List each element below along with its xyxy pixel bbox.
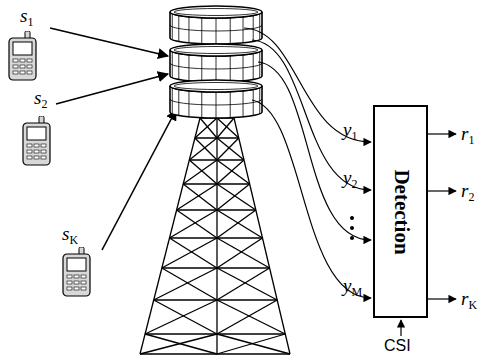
- ring-grid: [172, 14, 173, 40]
- ring-grid: [201, 56, 202, 82]
- box-title: Detection: [388, 169, 413, 254]
- tower-brace: [195, 118, 217, 138]
- tower-leg: [234, 118, 290, 354]
- output-arrow: [428, 190, 456, 191]
- tower-leg: [216, 118, 217, 354]
- ring-grid: [230, 18, 231, 44]
- uplink-arrow: [102, 110, 176, 250]
- tower-leg: [140, 118, 200, 354]
- ring-top: [170, 44, 262, 56]
- tower-brace: [217, 210, 262, 238]
- ring-rim: [174, 9, 258, 16]
- ring-grid: [253, 90, 254, 116]
- uplink-arrow: [50, 28, 168, 56]
- signal-wire: [252, 100, 371, 298]
- ring-grid: [230, 92, 231, 118]
- ring-grid: [243, 91, 244, 117]
- ring-grid: [172, 52, 173, 78]
- ring-grid: [188, 91, 189, 117]
- tower-brace: [217, 300, 285, 334]
- ring-grid: [243, 17, 244, 43]
- tower-brace: [189, 138, 217, 160]
- detection-box: Detection: [373, 105, 428, 318]
- ring-grid: [178, 90, 179, 116]
- ellipsis-dots: [350, 216, 354, 240]
- ring-top: [170, 6, 262, 18]
- uplink-arrow: [56, 74, 168, 104]
- antenna-ring: [170, 6, 262, 44]
- ring-rim: [174, 47, 258, 54]
- ring-grid: [253, 54, 254, 80]
- ring-grid: [216, 92, 217, 118]
- tower-brace: [140, 334, 217, 354]
- detected-output: r1: [461, 124, 474, 146]
- tower-brace: [217, 118, 239, 138]
- ring-grid: [172, 88, 173, 114]
- received-signal: y1: [343, 120, 357, 142]
- output-arrow: [428, 298, 456, 299]
- user-signal: s2: [34, 88, 47, 110]
- ring-grid: [259, 88, 260, 114]
- user-signal: s1: [20, 6, 33, 28]
- ring-grid: [188, 55, 189, 81]
- ring-rim: [174, 83, 258, 90]
- tower-brace: [177, 184, 217, 210]
- tower-brace: [217, 334, 290, 354]
- user-phone: [9, 31, 36, 80]
- antenna-ring: [170, 44, 262, 82]
- tower-brace: [217, 238, 270, 268]
- ring-grid: [178, 54, 179, 80]
- user-signal: sK: [62, 224, 78, 246]
- ring-grid: [178, 16, 179, 42]
- csi-arrow: [400, 320, 401, 336]
- tower-brace: [217, 184, 256, 210]
- detected-output: r2: [461, 181, 474, 203]
- received-signal: yM: [343, 276, 362, 298]
- signal-wire: [252, 40, 371, 190]
- output-arrow: [428, 133, 456, 134]
- ring-grid: [188, 17, 189, 43]
- antenna-ring: [170, 80, 262, 118]
- tower-brace: [145, 300, 217, 334]
- csi-label: CSI: [384, 338, 411, 354]
- tower-brace: [154, 268, 217, 300]
- signal-wire: [258, 62, 371, 240]
- received-signal: y2: [343, 168, 357, 190]
- tower-brace: [217, 138, 244, 160]
- ring-grid: [201, 18, 202, 44]
- ring-grid: [253, 16, 254, 42]
- tower-lattice: [140, 118, 290, 354]
- tower-brace: [217, 268, 277, 300]
- ring-grid: [243, 55, 244, 81]
- ring-grid: [230, 56, 231, 82]
- detected-output: rK: [461, 289, 477, 311]
- ring-grid: [259, 14, 260, 40]
- ring-grid: [216, 56, 217, 82]
- ring-grid: [216, 18, 217, 44]
- tower-brace: [183, 160, 217, 184]
- tower-brace: [169, 210, 217, 238]
- user-phone: [23, 116, 50, 165]
- ring-grid: [201, 92, 202, 118]
- antenna-array: [170, 6, 262, 118]
- user-phone: [63, 247, 90, 296]
- signal-wire: [244, 28, 371, 142]
- ring-top: [170, 80, 262, 92]
- tower-brace: [217, 160, 250, 184]
- ring-grid: [259, 52, 260, 78]
- tower-brace: [162, 238, 217, 268]
